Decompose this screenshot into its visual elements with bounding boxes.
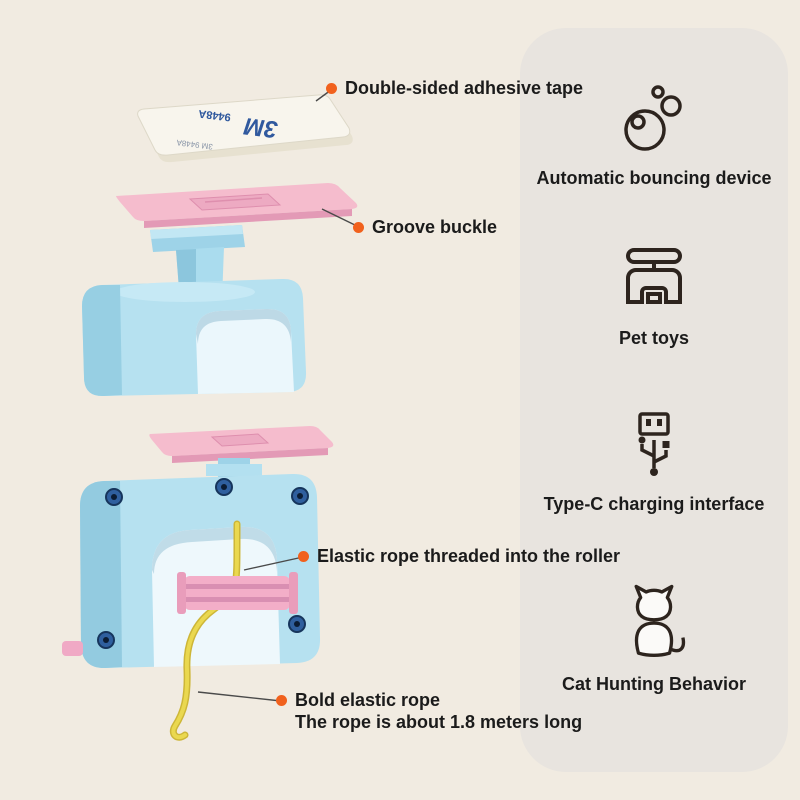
- bullet-dot: [298, 551, 309, 562]
- features-panel: Automatic bouncing device Pet toys: [520, 28, 788, 772]
- cat-icon: [614, 582, 694, 662]
- feature-hunting-label: Cat Hunting Behavior: [561, 674, 746, 694]
- side-button: [62, 641, 83, 656]
- annotation-tape-label: Double-sided adhesive tape: [345, 78, 584, 98]
- roller-bracket: [177, 572, 298, 614]
- feature-charging-label: Type-C charging interface: [543, 494, 765, 514]
- bullet-dot: [276, 695, 287, 706]
- feature-bouncing: Automatic bouncing device: [520, 84, 788, 189]
- annotation-rope-note: The rope is about 1.8 meters long: [295, 712, 583, 732]
- annotation-rope: Bold elastic rope: [276, 690, 440, 711]
- bullet-dot: [326, 83, 337, 94]
- annotation-tape: Double-sided adhesive tape: [326, 78, 583, 99]
- screws: [97, 478, 309, 649]
- groove-buckle-plate-upper: [116, 183, 358, 228]
- product-exploded-diagram: 3M 9448A 3M 9448A: [62, 89, 360, 741]
- tape-brand-print: 3M: [242, 112, 279, 143]
- feature-pet-toys-label: Pet toys: [618, 328, 690, 348]
- feature-bouncing-label: Automatic bouncing device: [536, 168, 772, 188]
- annotation-rope-label: Bold elastic rope: [295, 690, 441, 710]
- feature-hunting: Cat Hunting Behavior: [520, 582, 788, 695]
- annotation-buckle-label: Groove buckle: [372, 217, 498, 237]
- annotation-roller-label: Elastic rope threaded into the roller: [317, 546, 621, 566]
- device-body-upper: [82, 278, 307, 397]
- pet-toy-icon: [618, 244, 690, 316]
- annotation-roller: Elastic rope threaded into the roller: [298, 546, 620, 567]
- feature-charging: Type-C charging interface: [520, 410, 788, 515]
- bubbles-icon: [618, 84, 690, 156]
- bullet-dot: [353, 222, 364, 233]
- groove-buckle-plate-lower: [149, 426, 334, 463]
- feature-pet-toys: Pet toys: [520, 244, 788, 349]
- adhesive-tape: 3M 9448A 3M 9448A: [137, 94, 353, 163]
- annotation-buckle: Groove buckle: [353, 217, 497, 238]
- tape-small-print: 3M 9448A: [175, 138, 213, 151]
- tape-code-print: 9448A: [198, 107, 232, 123]
- usb-plug-icon: [618, 410, 690, 482]
